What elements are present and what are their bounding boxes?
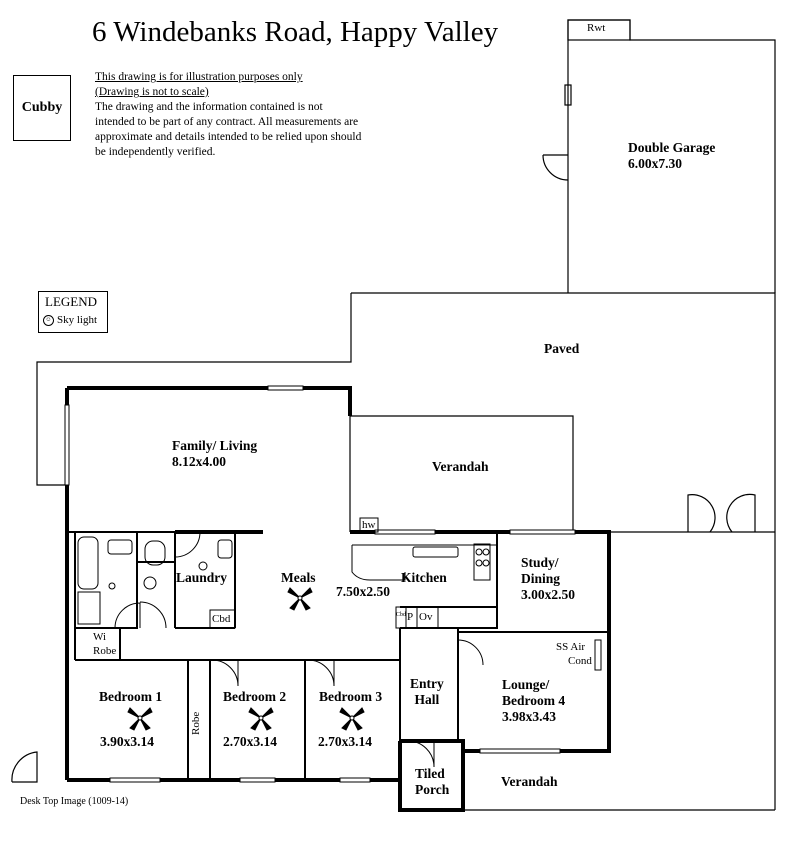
garage-window bbox=[564, 84, 572, 106]
lounge-name: Lounge/ bbox=[502, 677, 550, 692]
disclaimer-line1: This drawing is for illustration purpose… bbox=[95, 71, 303, 83]
bedroom1-name: Bedroom 1 bbox=[99, 689, 163, 704]
verandah-bottom-label: Verandah bbox=[501, 774, 558, 789]
wi-robe-label: Wi Robe bbox=[93, 630, 116, 658]
window bbox=[594, 639, 602, 671]
robe-label: Robe bbox=[190, 711, 202, 735]
rwt-label: Rwt bbox=[587, 22, 606, 34]
oven-label: Ov bbox=[419, 611, 433, 623]
disclaimer: This drawing is for illustration purpose… bbox=[95, 70, 365, 160]
study-name: Study/ bbox=[521, 555, 559, 570]
bedroom2-size: 2.70x3.14 bbox=[223, 734, 277, 749]
window bbox=[109, 777, 161, 783]
cupboard bbox=[209, 609, 236, 629]
kitchen-size: 7.50x2.50 bbox=[336, 584, 390, 599]
garage-door bbox=[542, 154, 569, 181]
window bbox=[339, 777, 371, 783]
entry-line1: Entry bbox=[410, 676, 444, 691]
bath-wall bbox=[74, 531, 138, 629]
window bbox=[64, 404, 70, 486]
window bbox=[239, 777, 276, 783]
laundry-label: Laundry bbox=[176, 570, 228, 585]
paved-label: Paved bbox=[544, 341, 580, 356]
cubby-box: Cubby bbox=[13, 75, 71, 141]
house-wall bbox=[67, 386, 352, 416]
porch-line2: Porch bbox=[415, 782, 450, 797]
paved-outline bbox=[351, 292, 776, 810]
cbd-small-label: Cbd bbox=[396, 612, 407, 618]
study-label: Study/ Dining 3.00x2.50 bbox=[521, 555, 575, 603]
cubby-label: Cubby bbox=[21, 100, 63, 115]
plan-title: 6 Windebanks Road, Happy Valley bbox=[92, 16, 499, 48]
wi-robe-line1: Wi bbox=[93, 631, 106, 643]
lounge-label: Lounge/ Bedroom 4 3.98x3.43 bbox=[502, 677, 565, 725]
hw-box bbox=[359, 517, 379, 533]
garage-size: 6.00x7.30 bbox=[628, 156, 682, 171]
legend-sky-light-label: Sky light bbox=[57, 314, 98, 326]
bedroom3-size: 2.70x3.14 bbox=[318, 734, 372, 749]
entry-hall-label: Entry Hall bbox=[410, 676, 444, 708]
family-size: 8.12x4.00 bbox=[172, 454, 226, 469]
bedroom2-name: Bedroom 2 bbox=[223, 689, 287, 704]
rwt-tank bbox=[567, 19, 631, 41]
disclaimer-body: The drawing and the information containe… bbox=[95, 101, 362, 158]
lounge-name2: Bedroom 4 bbox=[502, 693, 566, 708]
window bbox=[267, 385, 304, 391]
family-name: Family/ Living bbox=[172, 438, 258, 453]
wi-robe-line2: Robe bbox=[93, 645, 117, 657]
verandah-top-label: Verandah bbox=[432, 459, 489, 474]
lounge-size: 3.98x3.43 bbox=[502, 709, 556, 724]
ceiling-fan-bed3 bbox=[339, 707, 365, 731]
pantry-label: P bbox=[407, 611, 414, 623]
ceiling-fan-bed1 bbox=[127, 707, 153, 731]
skylight bbox=[198, 561, 208, 571]
ss-air-label: SS Air Cond bbox=[556, 640, 592, 668]
meals-label: Meals bbox=[281, 570, 316, 585]
disclaimer-line2: (Drawing is not to scale) bbox=[95, 86, 209, 98]
family-living-label: Family/ Living 8.12x4.00 bbox=[172, 438, 257, 470]
porch-line1: Tiled bbox=[415, 766, 445, 781]
legend-title: LEGEND bbox=[45, 294, 97, 309]
ss-air-line1: SS Air bbox=[556, 641, 586, 653]
sky-light-icon: ☺ bbox=[43, 314, 54, 326]
window bbox=[374, 529, 436, 535]
kitchen-label: Kitchen bbox=[401, 570, 447, 585]
porch-label: Tiled Porch bbox=[415, 766, 449, 798]
ceiling-fan-meals bbox=[287, 587, 313, 611]
cooktop bbox=[473, 543, 491, 581]
entry-line2: Hall bbox=[414, 692, 440, 707]
double-doors bbox=[687, 493, 756, 533]
hw-label: hw bbox=[362, 519, 376, 531]
garage-label: Double Garage 6.00x7.30 bbox=[628, 140, 715, 172]
footer-image-id: Desk Top Image (1009-14) bbox=[20, 796, 129, 807]
paved-left bbox=[36, 293, 352, 486]
bedroom3-name: Bedroom 3 bbox=[319, 689, 383, 704]
ss-air-line2: Cond bbox=[568, 655, 592, 667]
study-size: 3.00x2.50 bbox=[521, 587, 575, 602]
study-name2: Dining bbox=[521, 571, 561, 586]
legend-sky-light: ☺ Sky light bbox=[43, 314, 97, 326]
side-gate bbox=[11, 751, 38, 783]
kitchen-bench bbox=[351, 544, 497, 581]
legend: LEGEND ☺ Sky light bbox=[38, 291, 108, 333]
cbd-label: Cbd bbox=[212, 613, 231, 625]
window bbox=[479, 748, 561, 754]
toilet bbox=[144, 540, 166, 566]
window bbox=[509, 529, 576, 535]
bedroom1-size: 3.90x3.14 bbox=[100, 734, 154, 749]
bathtub bbox=[77, 536, 99, 590]
garage-name: Double Garage bbox=[628, 140, 716, 155]
sink bbox=[412, 546, 459, 558]
ceiling-fan-bed2 bbox=[248, 707, 274, 731]
